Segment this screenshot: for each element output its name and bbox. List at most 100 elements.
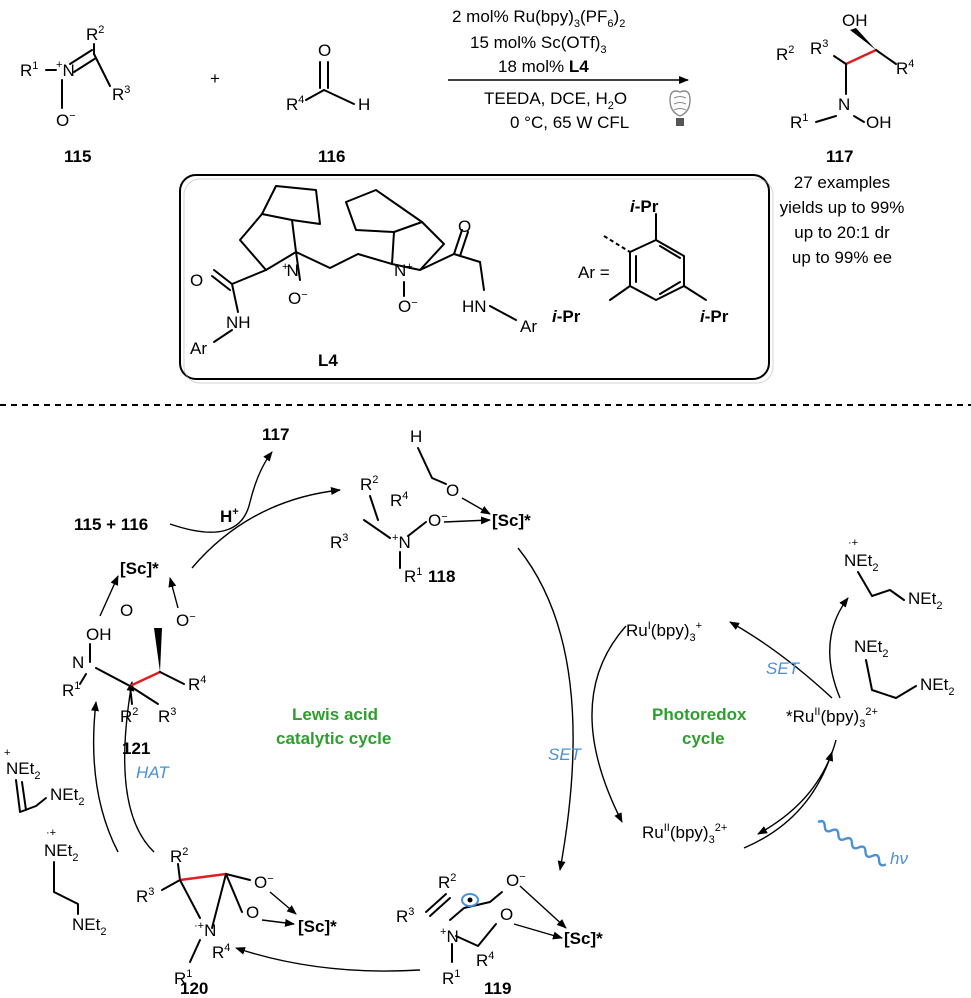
svg-text:yields up to 99%: yields up to 99% (780, 198, 905, 217)
svg-text:N: N (72, 653, 84, 672)
svg-text:R3: R3 (330, 532, 348, 552)
svg-text:R2: R2 (86, 24, 104, 44)
product-117: OH R3 R2 R4 N R1 OH (776, 11, 914, 132)
intermediate-118: H R2 R4 O R3 +N O− R1 (330, 427, 491, 586)
svg-text:R2: R2 (438, 872, 456, 892)
svg-text:Ar: Ar (190, 339, 207, 358)
teeda-right: NEt2 NEt2 (854, 637, 954, 699)
compound-121-label: 121 (122, 739, 150, 758)
proton-label: H+ (220, 506, 239, 526)
ligand-l4-label: L4 (318, 351, 338, 370)
lightbulb-icon (669, 90, 691, 126)
reagents-115-116: 115 + 116 (74, 515, 148, 534)
svg-text:R1: R1 (404, 566, 422, 586)
ru2-excited-label: *RuII(bpy)32+ (786, 706, 878, 730)
intermediate-120: R2 R3 ·+N O− O R4 R1 (136, 846, 297, 988)
svg-text:i-Pr: i-Pr (552, 307, 581, 326)
svg-text:NEt2: NEt2 (6, 759, 40, 782)
sc-120: [Sc]* (298, 917, 337, 936)
svg-text:R3: R3 (112, 84, 130, 104)
svg-text:18 mol% L4: 18 mol% L4 (498, 57, 589, 76)
compound-120-label: 120 (180, 979, 208, 998)
svg-text:OH: OH (86, 625, 112, 644)
svg-text:O−: O− (506, 871, 526, 890)
svg-text:Ar =: Ar = (578, 263, 610, 282)
svg-text:O: O (246, 903, 259, 922)
photoredox-label: Photoredox (652, 705, 747, 724)
svg-text:R2: R2 (360, 474, 378, 494)
set-right-label: SET (766, 659, 801, 678)
lewis-acid-label-2: catalytic cycle (276, 729, 391, 748)
intermediate-121: OH O N R1 R4 R2 R3 O− (62, 575, 206, 726)
svg-text:O: O (318, 41, 331, 60)
svg-text:R2: R2 (120, 706, 138, 726)
svg-text:OH: OH (866, 113, 892, 132)
lewis-acid-label: Lewis acid (292, 705, 378, 724)
svg-text:·+: ·+ (848, 537, 858, 549)
svg-text:R2: R2 (170, 846, 188, 866)
teeda-radical-cation-top: NEt2 ·+ NEt2 (844, 537, 942, 612)
teeda-iminium-left: + NEt2 NEt2 (4, 747, 84, 813)
svg-text:R3: R3 (158, 706, 176, 726)
svg-text:+N: +N (392, 532, 411, 552)
svg-text:O−: O− (176, 611, 196, 630)
ligand-l4-box: O NH Ar +N O− N+ O− O HN Ar L4 Ar = i-Pr… (179, 174, 774, 384)
svg-text:O−: O− (428, 511, 448, 530)
svg-text:O: O (190, 271, 203, 290)
hnu-label: hν (890, 849, 908, 868)
svg-text:O: O (446, 481, 459, 500)
svg-text:H: H (410, 427, 422, 446)
svg-text:TEEDA, DCE, H2O: TEEDA, DCE, H2O (484, 89, 627, 112)
svg-text:Ar: Ar (520, 317, 537, 336)
svg-text:up to 99% ee: up to 99% ee (792, 248, 892, 267)
svg-text:R1: R1 (790, 112, 808, 132)
svg-text:R3: R3 (396, 906, 414, 926)
intermediate-119: R2 R3 +N O O− R4 R1 (396, 871, 567, 988)
svg-text:NH: NH (226, 313, 251, 332)
svg-text:R4: R4 (286, 94, 304, 114)
reaction-conditions: 2 mol% Ru(bpy)3(PF6)2 15 mol% Sc(OTf)3 1… (448, 7, 689, 132)
svg-text:R1: R1 (20, 60, 38, 80)
plus-sign: + (210, 69, 220, 88)
svg-text:O: O (458, 217, 471, 236)
svg-text:R4: R4 (390, 490, 408, 510)
ru2-label: RuII(bpy)32+ (642, 822, 727, 846)
svg-text:N: N (838, 95, 850, 114)
sc-119: [Sc]* (564, 929, 603, 948)
svg-text:R1: R1 (62, 680, 80, 700)
compound-118-label: 118 (428, 567, 455, 586)
compound-116-label: 116 (318, 147, 345, 166)
svg-text:+: + (4, 747, 10, 759)
svg-text:NEt2: NEt2 (908, 589, 942, 612)
svg-text:R2: R2 (776, 44, 794, 64)
svg-text:O−: O− (56, 110, 76, 130)
teeda-radical-cation-left: NEt2 ·+ NEt2 (44, 827, 106, 938)
svg-text:R3: R3 (810, 38, 828, 58)
svg-text:27 examples: 27 examples (794, 173, 890, 192)
svg-text:+N: +N (440, 926, 459, 946)
svg-text:i-Pr: i-Pr (700, 307, 729, 326)
hat-label: HAT (136, 763, 170, 782)
set-left-label: SET (548, 745, 583, 764)
svg-text:·+: ·+ (46, 827, 56, 839)
sc-121: [Sc]* (120, 559, 159, 578)
svg-text:R4: R4 (188, 674, 206, 694)
svg-text:NEt2: NEt2 (854, 637, 888, 660)
svg-text:R3: R3 (136, 886, 154, 906)
svg-text:R1: R1 (442, 968, 460, 988)
photoredox-label-2: cycle (682, 729, 725, 748)
compound-119-label: 119 (484, 979, 511, 998)
svg-text:R4: R4 (476, 950, 494, 970)
svg-text:HN: HN (462, 297, 487, 316)
svg-text:NEt2: NEt2 (44, 841, 78, 864)
compound-117-label: 117 (826, 147, 853, 166)
aldehyde-116: O R4 H (286, 41, 370, 114)
svg-text:R4: R4 (896, 58, 914, 78)
light-wave (817, 819, 887, 867)
svg-text:2 mol% Ru(bpy)3(PF6)2: 2 mol% Ru(bpy)3(PF6)2 (452, 7, 625, 30)
svg-text:i-Pr: i-Pr (630, 197, 659, 216)
radical-orbital-icon (461, 893, 479, 907)
svg-text:NEt2: NEt2 (844, 551, 878, 574)
svg-text:O−: O− (254, 873, 274, 892)
